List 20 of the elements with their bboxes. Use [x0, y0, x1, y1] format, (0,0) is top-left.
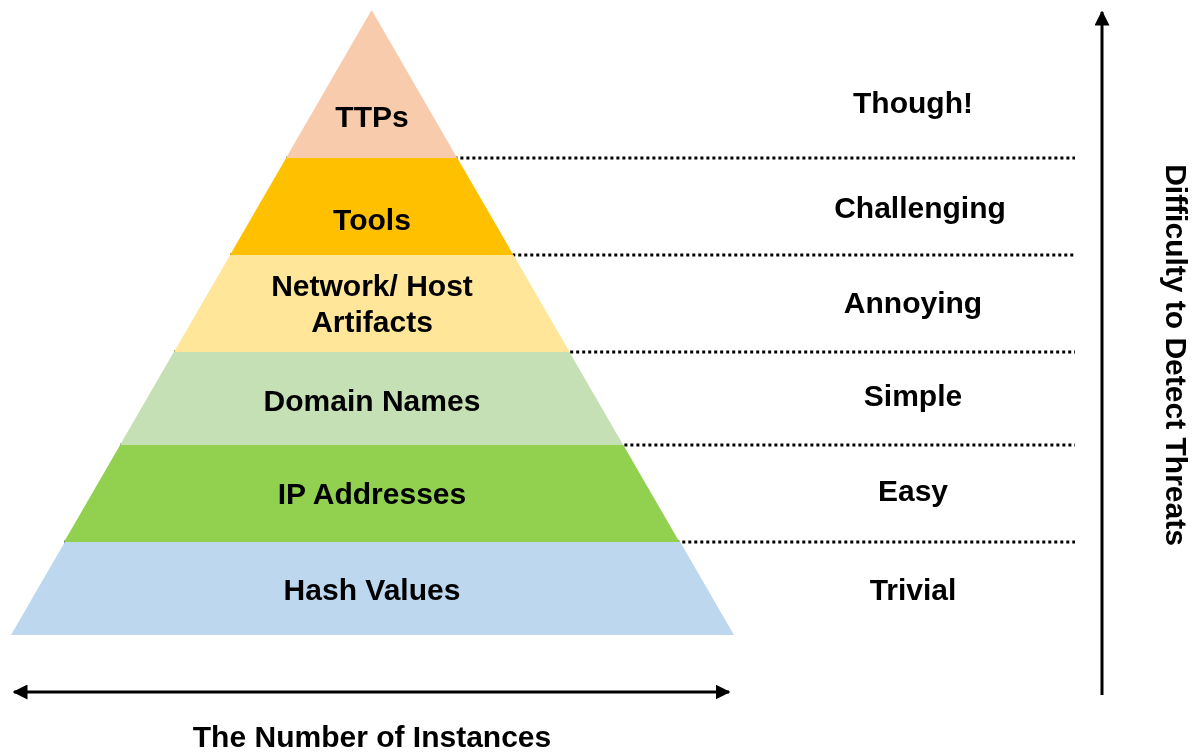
difficulty-label: Trivial	[869, 572, 957, 608]
pyramid-tier	[230, 158, 514, 255]
pyramid-tier	[174, 255, 570, 352]
tier-label: Tools	[333, 202, 411, 238]
difficulty-label: Challenging	[834, 190, 1006, 226]
difficulty-label: Simple	[863, 378, 963, 414]
difficulty-label: Annoying	[843, 285, 983, 321]
pyramid-tier	[286, 10, 458, 158]
axis-label: The Number of Instances	[192, 719, 552, 753]
tier-label: TTPs	[335, 99, 409, 135]
tier-label: Domain Names	[263, 383, 481, 419]
pyramid-tier	[120, 352, 624, 445]
pyramid-tier	[64, 445, 680, 542]
difficulty-label: Though!	[853, 85, 973, 121]
tier-label: Hash Values	[283, 572, 461, 608]
pyramid-tier	[10, 542, 734, 635]
tier-label: Network/ Host Artifacts	[270, 268, 474, 340]
tier-label: IP Addresses	[277, 476, 467, 512]
axis-label: Difficulty to Detect Threats	[1159, 164, 1194, 546]
difficulty-label: Easy	[877, 473, 949, 509]
